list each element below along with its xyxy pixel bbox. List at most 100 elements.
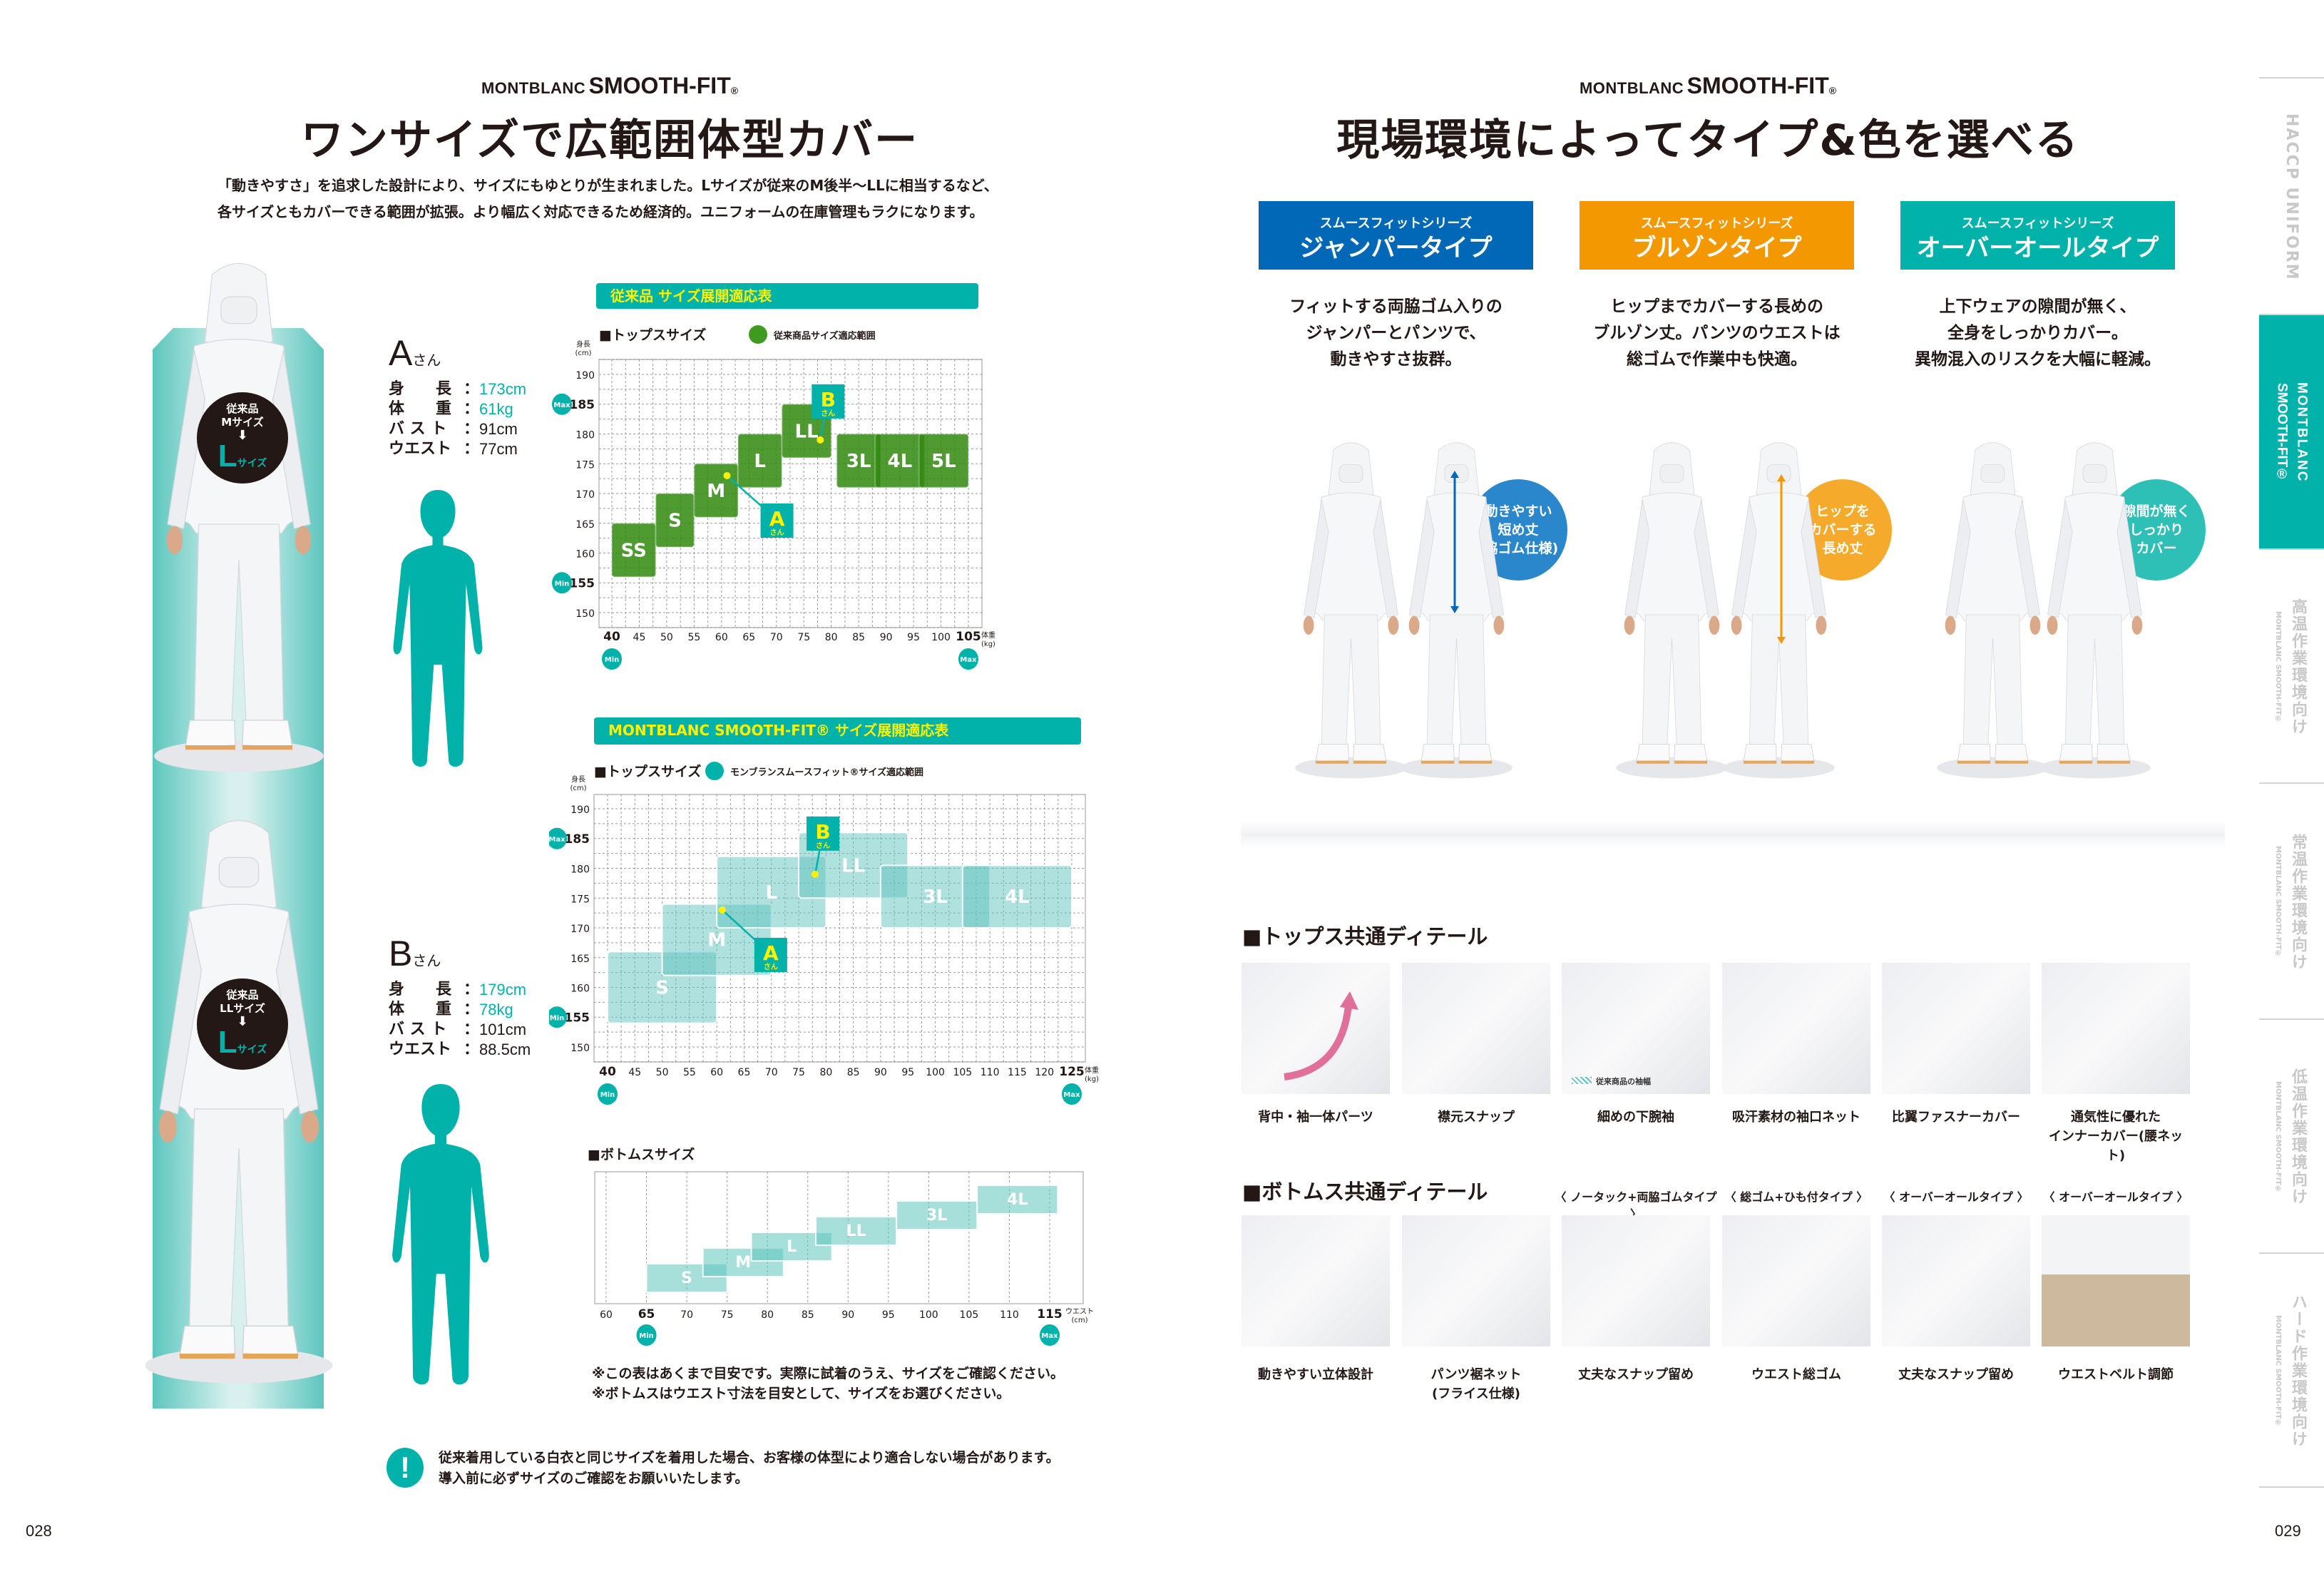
sidebar-tab-1[interactable]: SMOOTH-FIT®MONTBLANC: [2259, 314, 2324, 550]
bottoms-detail-caption: 丈夫なスナップ留め: [1561, 1365, 1711, 1384]
description-line: 総ゴムで作業中も快適。: [1627, 350, 1807, 369]
x-tick-label: 45: [633, 632, 646, 643]
person-b-silhouette-icon: [392, 1084, 489, 1385]
x-tick-label: 85: [852, 632, 865, 643]
x-tick-label: 70: [765, 1067, 778, 1078]
arrow-down-icon: ⬇: [237, 428, 248, 443]
badge-new-suffix: サイズ: [237, 458, 267, 469]
y-tick-label: 185: [565, 832, 590, 847]
stat-label: ウエスト: [389, 440, 452, 458]
x-tick-label: 95: [907, 632, 920, 643]
tops-detail-caption: 比翼ファスナーカバー: [1881, 1108, 2031, 1127]
chart-subtitle: ■トップスサイズ: [594, 763, 701, 780]
caption-line: 丈夫なスナップ留め: [1898, 1367, 2014, 1382]
x-tick-label: 40: [599, 1065, 616, 1079]
bottoms-detail-caption: パンツ裾ネット(フライス仕様): [1401, 1365, 1551, 1404]
warning-line: 従来着用している白衣と同じサイズを着用した場合、お客様の体型により適合しない場合…: [439, 1450, 1060, 1466]
sidebar-tab-4[interactable]: MONTBLANC SMOOTH-FIT®低温作業環境向け: [2259, 1018, 2324, 1254]
y-max-badge: [552, 393, 572, 415]
bottoms-detail-caption: 丈夫なスナップ留め: [1881, 1365, 2031, 1384]
size-range-label: 3L: [846, 451, 871, 472]
x-tick-label: 100: [931, 632, 951, 643]
x-tick-label: 100: [926, 1067, 945, 1078]
callout-suffix: さん: [770, 528, 784, 537]
warning-text: 従来着用している白衣と同じサイズを着用した場合、お客様の体型により適合しない場合…: [439, 1448, 1060, 1489]
y-tick-label: 155: [565, 1011, 590, 1025]
stat-row: 体 重：78kg: [389, 1000, 531, 1020]
size-range-label: L: [765, 882, 777, 904]
stat-row: 身 長：173cm: [389, 379, 526, 399]
stat-value: 101cm: [479, 1021, 527, 1038]
x-tick-label: 95: [901, 1067, 914, 1078]
stat-label: 体 重: [389, 400, 452, 418]
x-tick-label: 55: [683, 1067, 696, 1078]
x-tick-label: 110: [981, 1067, 1000, 1078]
size-range-label: M: [707, 481, 725, 502]
bottoms-detail-photo: [1882, 1215, 2030, 1346]
waist-range-3l: [896, 1200, 978, 1230]
tops-detail-photo: 従来商品の袖幅: [1562, 963, 1710, 1094]
description-line: 動きやすさ抜群。: [1330, 350, 1462, 369]
person-a-silhouette-icon: [393, 490, 483, 767]
description-line: ヒップまでカバーする長めの: [1610, 297, 1823, 316]
x-tick-label: 75: [792, 1067, 805, 1078]
x-tick-label: 60: [715, 632, 728, 643]
x-max-badge-text: Max: [960, 656, 977, 664]
sidebar-tab-sub: MONTBLANC SMOOTH-FIT®: [2274, 846, 2282, 958]
size-change-badge-b: 従来品 LLサイズ ⬇ Lサイズ: [197, 978, 288, 1070]
x-tick-label: 55: [687, 632, 700, 643]
sidebar-tab-0[interactable]: HACCP UNIFORM: [2259, 77, 2324, 315]
callout-suffix: さん: [816, 842, 830, 850]
sidebar-tab-3[interactable]: MONTBLANC SMOOTH-FIT®常温作業環境向け: [2259, 782, 2324, 1020]
y-min-badge-text: Min: [550, 1014, 565, 1022]
x-axis-label: 体重: [1085, 1065, 1099, 1075]
bubble-line: 隙間が無く: [2122, 504, 2191, 519]
caption-line: 襟元スナップ: [1438, 1110, 1515, 1125]
bubble-line: 長め丈: [1822, 541, 1863, 556]
waist-range-label: M: [735, 1254, 751, 1272]
x-axis-label: 体重: [981, 630, 995, 640]
x-tick-label: 45: [628, 1067, 641, 1078]
brand-bold: SMOOTH-FIT: [1686, 73, 1829, 98]
caption-line: 通気性に優れた: [2071, 1110, 2161, 1125]
brand-reg: ®: [730, 84, 739, 96]
x-min-badge-text: Min: [639, 1332, 654, 1340]
bubble-line: 動きやすい: [1484, 504, 1552, 519]
person-a-name: Aさん: [389, 335, 441, 379]
y-tick-label: 160: [570, 983, 590, 995]
stat-row: バ ス ト：101cm: [389, 1020, 531, 1040]
x-tick-label: 105: [960, 1309, 979, 1321]
sidebar-tab-5[interactable]: MONTBLANC SMOOTH-FIT®ハード作業環境向け: [2259, 1252, 2324, 1488]
x-tick-label: 95: [882, 1309, 895, 1321]
y-max-badge-text: Max: [553, 402, 570, 409]
brand-light: MONTBLANC: [1579, 79, 1684, 97]
tops-detail-photo: [1722, 963, 1870, 1094]
caption-line: インナーカバー(腰ネット): [2048, 1129, 2184, 1163]
size-range-label: S: [668, 511, 682, 532]
waist-range-ll: [815, 1216, 898, 1246]
description-line: ブルゾン丈。パンツのウエストは: [1593, 324, 1841, 342]
y-tick-label: 165: [575, 519, 595, 531]
waist-range-s: [645, 1263, 728, 1293]
stat-row: ウエスト：77cm: [389, 439, 526, 459]
bottoms-detail-heading: ■ボトムス共通ディテール: [1242, 1180, 1488, 1204]
arrow-down-icon: ⬇: [237, 1014, 248, 1029]
tops-detail-photo: [1242, 963, 1390, 1094]
stat-value: 61kg: [479, 400, 513, 418]
sidebar-tab-2[interactable]: MONTBLANC SMOOTH-FIT®高温作業環境向け: [2259, 548, 2324, 784]
stat-label: ウエスト: [389, 1041, 452, 1058]
x-axis-label: ウエスト: [1065, 1307, 1094, 1316]
rotation-arrow-icon: [1284, 991, 1358, 1080]
x-tick-label: 80: [761, 1309, 774, 1321]
y-tick-label: 180: [570, 864, 590, 876]
callout-letter: B: [821, 388, 836, 412]
legend-label: モンブランスムースフィット®サイズ適応範囲: [730, 767, 923, 778]
bottoms-detail-photo: [1402, 1215, 1550, 1346]
stat-row: バ ス ト：91cm: [389, 419, 526, 439]
bottoms-detail-photo: [1722, 1215, 1870, 1346]
type-series: スムースフィットシリーズ: [1640, 216, 1793, 231]
x-tick-label: 40: [603, 630, 620, 644]
x-min-badge: [602, 648, 622, 670]
